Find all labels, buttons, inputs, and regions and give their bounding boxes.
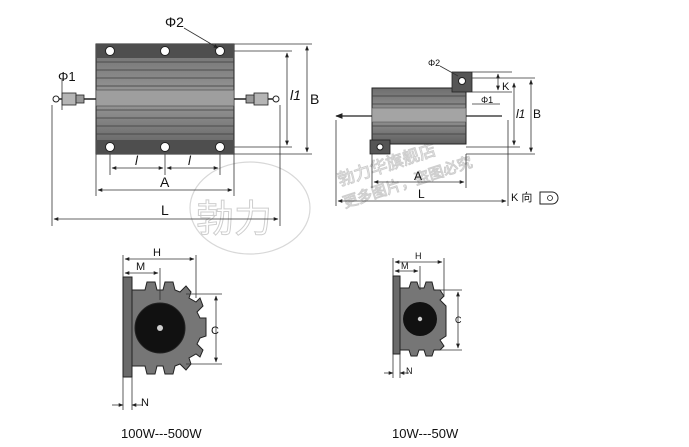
profile-small-dim-H: H	[415, 251, 422, 261]
profile-large-view: H M C N 100W---500W	[112, 247, 222, 441]
profile-small-dim-C: C	[455, 315, 462, 325]
dim-L-small: L	[418, 187, 425, 201]
dim-B: B	[310, 91, 319, 107]
dim-phi1: Φ1	[58, 69, 76, 84]
small-resistor-dimensions: Φ2 Φ1 K l1 B A L	[335, 58, 559, 206]
profile-small-dim-M: M	[401, 261, 409, 271]
profile-large-dim-H: H	[153, 247, 161, 259]
mounting-hole	[160, 142, 170, 152]
mounting-hole	[215, 142, 225, 152]
profile-small-dim-N: N	[406, 366, 413, 376]
large-resistor-dimensions: Φ1 Φ2 l1 B l l A	[51, 14, 319, 226]
dim-A-small: A	[414, 169, 422, 183]
mounting-hole	[105, 142, 115, 152]
k-direction-tab-icon	[539, 191, 559, 205]
profile-large-center	[157, 325, 163, 331]
small-resistor-view: Φ2 Φ1 K l1 B A L	[335, 58, 559, 206]
watermark: 勃力 勃力华旗舰店 更多图片，盗图必究	[189, 140, 475, 255]
large-resistor-view: Φ1 Φ2 l1 B l l A	[51, 14, 319, 226]
profile-small-view: H M C N 10W---50W	[384, 251, 462, 441]
profile-large-base-plate	[122, 276, 133, 378]
mounting-hole	[160, 46, 170, 56]
profile-small-center	[417, 316, 423, 322]
mounting-hole	[215, 46, 225, 56]
dim-K: K	[502, 81, 510, 93]
dim-l-right: l	[188, 153, 192, 168]
profile-small-caption: 10W---50W	[392, 426, 459, 441]
profile-large-dim-M: M	[136, 261, 145, 273]
dim-B-small: B	[533, 107, 541, 121]
small-resistor-fins	[372, 95, 466, 135]
watermark-ring	[189, 161, 311, 255]
mounting-hole	[105, 46, 115, 56]
small-resistor-center-band	[371, 107, 467, 123]
dim-phi2: Φ2	[165, 14, 184, 30]
profile-small-base-plate	[392, 275, 401, 355]
dim-l1: l1	[290, 87, 301, 103]
profile-large-caption: 100W---500W	[121, 426, 202, 441]
mounting-hole	[376, 143, 384, 151]
dim-phi2-small: Φ2	[428, 58, 440, 68]
large-resistor-center-band	[95, 89, 235, 107]
dim-K-direction: K 向	[511, 190, 532, 204]
profile-large-dim-N: N	[141, 397, 149, 409]
dim-l-left: l	[135, 153, 139, 168]
dim-phi1-small: Φ1	[481, 95, 493, 105]
large-resistor-holes	[105, 46, 225, 152]
dim-A: A	[160, 174, 170, 190]
mounting-hole	[458, 77, 466, 85]
profile-large-dim-C: C	[211, 325, 219, 337]
dim-L: L	[161, 202, 169, 218]
large-resistor-fins	[96, 61, 234, 135]
dim-l1-small: l1	[516, 107, 525, 121]
